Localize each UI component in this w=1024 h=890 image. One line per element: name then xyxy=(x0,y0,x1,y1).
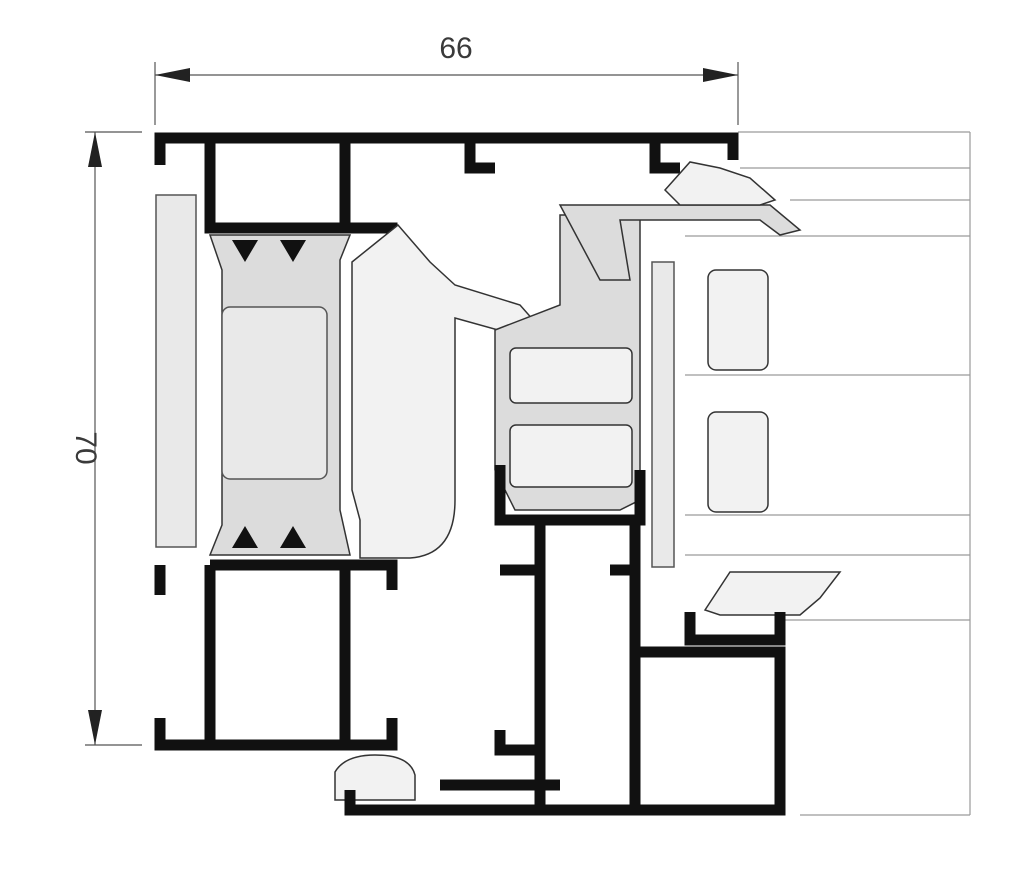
glazing-spacer xyxy=(651,261,769,568)
width-dimension-label: 66 xyxy=(439,32,472,65)
height-dimension: 70 xyxy=(69,131,142,746)
seal-gasket-bottom xyxy=(334,754,416,801)
sash-profile xyxy=(344,465,786,816)
arrow-left-icon xyxy=(155,68,190,82)
width-dimension: 66 xyxy=(154,32,739,125)
height-dimension-label: 70 xyxy=(69,431,102,464)
thermal-break-left xyxy=(208,234,352,556)
glazing-lines xyxy=(685,131,971,816)
glazing-gasket-top xyxy=(663,161,777,206)
arrow-right-icon xyxy=(703,68,738,82)
sash-insulator xyxy=(334,161,842,801)
arrow-up-icon xyxy=(88,132,102,167)
foam-core xyxy=(221,306,328,480)
arrow-down-icon xyxy=(88,710,102,745)
insulation-strip-left xyxy=(155,194,197,548)
glazing-gasket-bottom xyxy=(703,571,842,616)
outer-frame-profile xyxy=(154,132,739,751)
